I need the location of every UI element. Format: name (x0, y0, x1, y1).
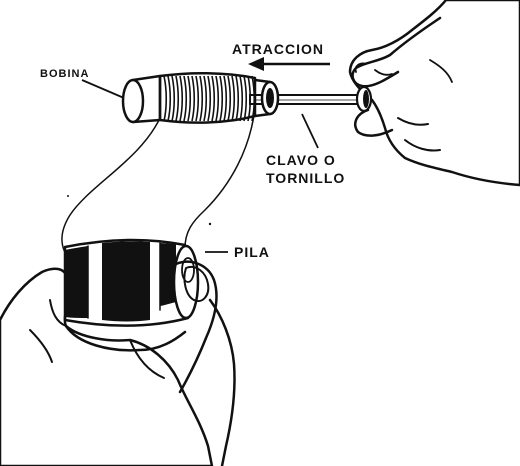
coil-winding (199, 75, 204, 122)
coil-winding (211, 75, 216, 122)
coil-winding (183, 75, 188, 122)
nail-label-line2: TORNILLO (266, 170, 345, 186)
coil-winding (235, 75, 240, 122)
coil-winding (191, 75, 196, 122)
nail-label-line1: CLAVO O (266, 152, 336, 168)
coil-winding (207, 75, 212, 122)
left-hand (0, 260, 236, 466)
battery-label: PILA (234, 244, 270, 260)
leader-lines (81, 79, 319, 253)
print-speck (67, 195, 69, 197)
battery (63, 238, 200, 327)
coil-winding (187, 75, 192, 122)
coil-winding (243, 75, 248, 122)
coil-winding (167, 75, 172, 122)
coil-winding (219, 75, 224, 122)
coil-winding (203, 75, 208, 122)
coil-winding (163, 75, 168, 122)
coil-label: BOBINA (40, 68, 89, 80)
coil (121, 71, 280, 124)
attraction-arrow (248, 57, 330, 71)
coil-winding (171, 75, 176, 122)
nail-rod (249, 85, 373, 113)
right-hand (348, 0, 520, 187)
attraction-label: ATRACCION (232, 41, 324, 57)
coil-winding (231, 75, 236, 122)
coil-winding (239, 75, 244, 122)
arrow-head-icon (248, 57, 264, 71)
wires (61, 107, 256, 263)
coil-winding (215, 75, 220, 122)
coil-winding (179, 75, 184, 122)
coil-windings (163, 75, 256, 122)
coil-winding (251, 75, 256, 122)
coil-winding (223, 75, 228, 122)
coil-winding (175, 75, 180, 122)
print-speck (208, 222, 212, 226)
coil-winding (227, 75, 232, 122)
coil-winding (247, 75, 252, 122)
coil-winding (195, 75, 200, 122)
